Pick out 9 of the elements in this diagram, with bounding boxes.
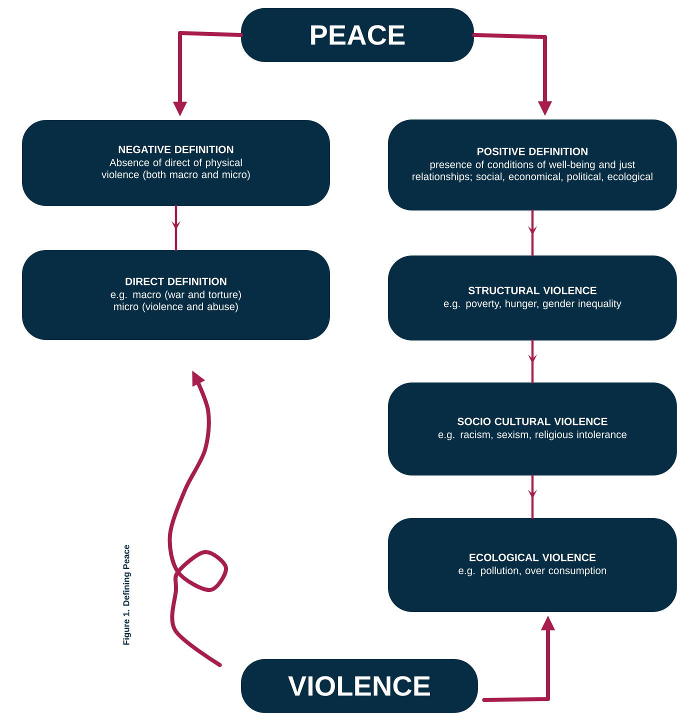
title-box: PEACE [241,8,474,62]
process-box: STRUCTURAL VIOLENCE e.g. poverty, hunger, gender inequality [388,256,677,340]
figure-caption: Figure 1. Defining Peace [122,544,132,645]
process-box: POSITIVE DEFINITION presence of conditions of well-being and just relationships; social, economical, political, ecological [388,120,677,210]
process-box: DIRECT DEFINITION e.g. macro (war and torture) micro (violence and abuse) [22,250,330,340]
process-box: SOCIO CULTURAL VIOLENCE e.g. racism, sexism, religious intolerance [388,382,677,476]
process-box: ECOLOGICAL VIOLENCE e.g. pollution, over consumption [388,518,677,612]
title-box: VIOLENCE [241,659,478,713]
process-box: NEGATIVE DEFINITION Absence of direct of physical violence (both macro and micro) [22,120,330,206]
